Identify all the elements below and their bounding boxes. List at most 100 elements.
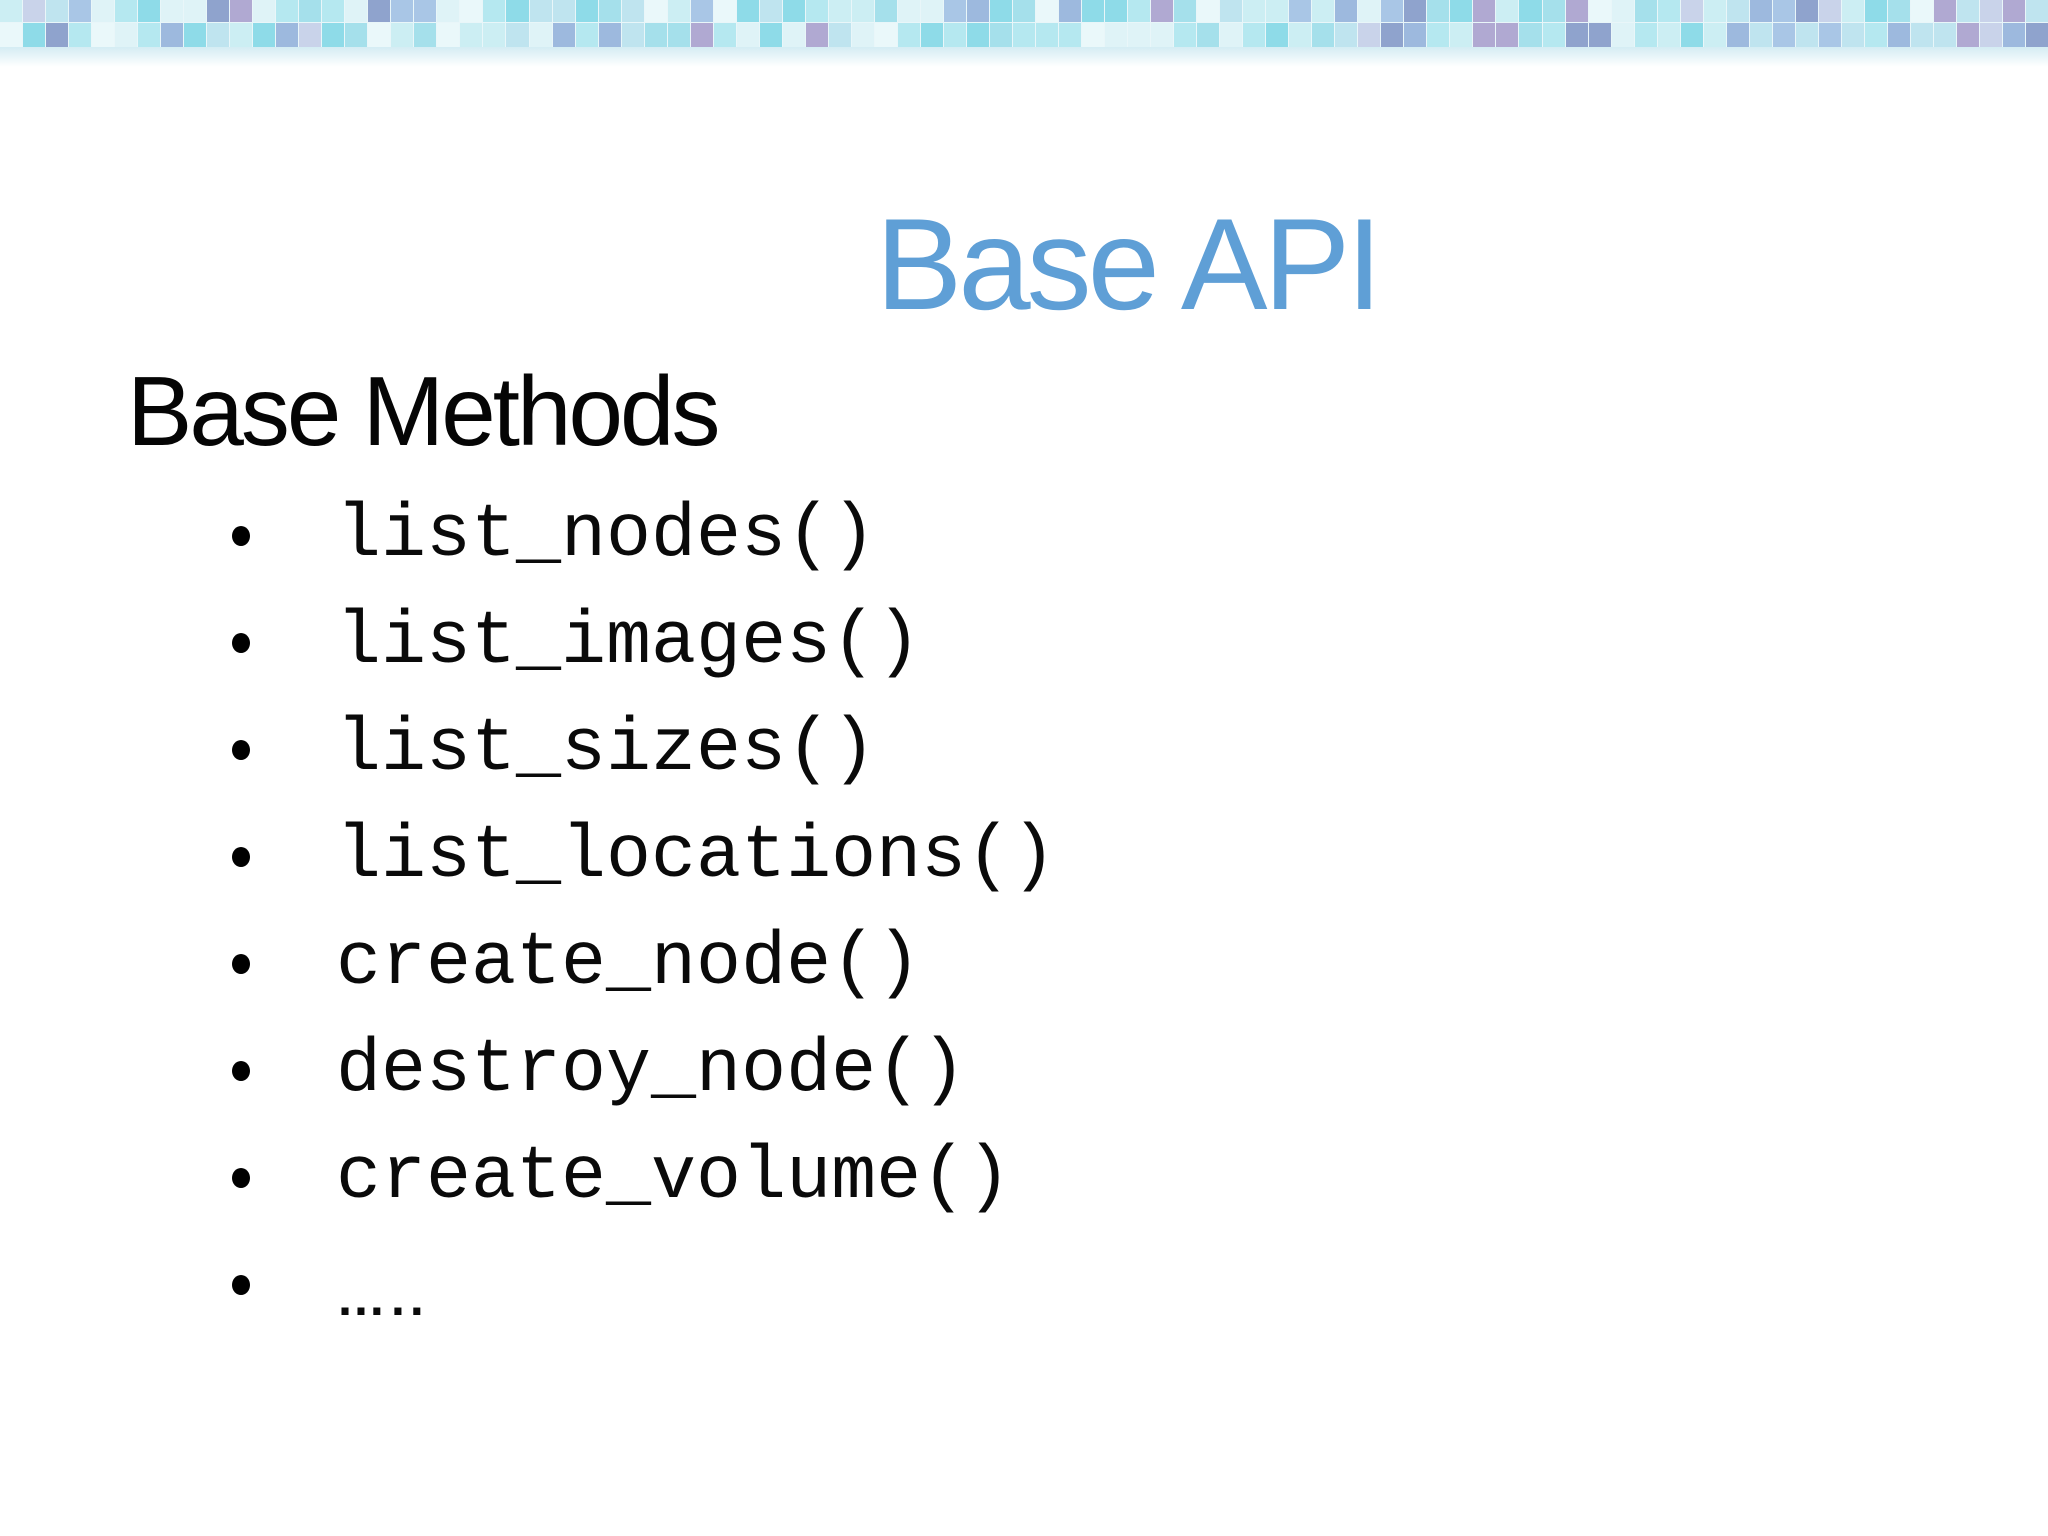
mosaic-tile <box>460 0 483 22</box>
mosaic-tile <box>1404 0 1427 22</box>
mosaic-tile <box>920 23 943 47</box>
mosaic-tile <box>1358 23 1381 47</box>
method-label: list_locations() <box>336 814 1057 899</box>
mosaic-tile <box>920 0 943 22</box>
mosaic-tile <box>2002 23 2025 47</box>
bullet-dot <box>232 525 250 546</box>
mosaic-tile <box>92 23 115 47</box>
mosaic-tile <box>989 23 1012 47</box>
mosaic-tile <box>161 23 184 47</box>
mosaic-tile <box>1473 23 1496 47</box>
mosaic-tile <box>1427 0 1450 22</box>
mosaic-tile <box>46 23 69 47</box>
mosaic-tile <box>1243 23 1266 47</box>
list-item: destroy_node() <box>0 1017 1056 1124</box>
mosaic-tile <box>276 23 299 47</box>
mosaic-tile <box>1680 0 1703 22</box>
mosaic-tile <box>1703 23 1726 47</box>
mosaic-tile <box>391 0 414 22</box>
mosaic-tile <box>92 0 115 22</box>
mosaic-tile <box>115 0 138 22</box>
mosaic-tile <box>1358 0 1381 22</box>
mosaic-tile <box>1542 0 1565 22</box>
method-label: destroy_node() <box>336 1028 967 1113</box>
mosaic-tile <box>1450 23 1473 47</box>
mosaic-tile <box>851 0 874 22</box>
mosaic-tile <box>1864 23 1887 47</box>
mosaic-tile <box>345 0 368 22</box>
mosaic-tile <box>1427 23 1450 47</box>
section-heading: Base Methods <box>127 356 720 466</box>
mosaic-tile <box>1933 23 1956 47</box>
mosaic-tile <box>322 23 345 47</box>
mosaic-tile <box>1174 23 1197 47</box>
mosaic-tile <box>1657 23 1680 47</box>
mosaic-tile <box>1841 23 1864 47</box>
mosaic-tile <box>207 23 230 47</box>
mosaic-tile <box>1910 0 1933 22</box>
mosaic-tile <box>1220 0 1243 22</box>
mosaic-tile <box>575 0 598 22</box>
mosaic-tile <box>1012 0 1035 22</box>
mosaic-tile <box>1588 23 1611 47</box>
mosaic-tile <box>1611 0 1634 22</box>
mosaic-tile <box>598 23 621 47</box>
mosaic-tile <box>23 0 46 22</box>
mosaic-tile <box>1565 0 1588 22</box>
mosaic-tile <box>1634 0 1657 22</box>
mosaic-tile <box>1289 23 1312 47</box>
mosaic-tile <box>759 0 782 22</box>
mosaic-tile <box>1012 23 1035 47</box>
mosaic-tile <box>1680 23 1703 47</box>
method-label: create_node() <box>336 921 922 1006</box>
mosaic-tile <box>1128 23 1151 47</box>
mosaic-tile <box>230 0 253 22</box>
mosaic-tile <box>138 23 161 47</box>
mosaic-tile <box>828 23 851 47</box>
mosaic-tile <box>805 23 828 47</box>
mosaic-fade <box>0 47 2048 67</box>
mosaic-tile <box>1956 0 1979 22</box>
mosaic-tile <box>1496 23 1519 47</box>
mosaic-tile <box>184 0 207 22</box>
mosaic-tile <box>506 0 529 22</box>
mosaic-tile <box>299 23 322 47</box>
mosaic-tile <box>1128 0 1151 22</box>
mosaic-tile <box>759 23 782 47</box>
mosaic-tile <box>1956 23 1979 47</box>
mosaic-tile <box>667 0 690 22</box>
mosaic-tile <box>1151 23 1174 47</box>
mosaic-tile <box>483 23 506 47</box>
mosaic-tile <box>1105 23 1128 47</box>
mosaic-tile <box>69 0 92 22</box>
mosaic-tile <box>851 23 874 47</box>
mosaic-tile <box>184 23 207 47</box>
list-item: list_nodes() <box>0 482 1056 589</box>
mosaic-tile <box>552 0 575 22</box>
list-item: create_volume() <box>0 1124 1056 1231</box>
mosaic-tile <box>621 23 644 47</box>
mosaic-tile <box>437 23 460 47</box>
mosaic-tile <box>966 0 989 22</box>
mosaic-tile <box>1749 0 1772 22</box>
bullet-dot <box>232 953 250 974</box>
mosaic-tile <box>1749 23 1772 47</box>
mosaic-tile <box>713 0 736 22</box>
mosaic-tile <box>46 0 69 22</box>
mosaic-tile <box>713 23 736 47</box>
mosaic-tile <box>1312 0 1335 22</box>
mosaic-tile <box>690 0 713 22</box>
methods-list: list_nodes() list_images() list_sizes() … <box>0 482 1056 1338</box>
mosaic-tile <box>897 23 920 47</box>
mosaic-tile <box>1542 23 1565 47</box>
mosaic-tile <box>1887 23 1910 47</box>
mosaic-tile <box>322 0 345 22</box>
mosaic-tile <box>1818 23 1841 47</box>
mosaic-tile <box>1519 0 1542 22</box>
mosaic-tile <box>414 0 437 22</box>
mosaic-tile <box>1657 0 1680 22</box>
mosaic-tile <box>529 0 552 22</box>
mosaic-tile <box>736 0 759 22</box>
mosaic-tile <box>966 23 989 47</box>
mosaic-tile <box>598 0 621 22</box>
